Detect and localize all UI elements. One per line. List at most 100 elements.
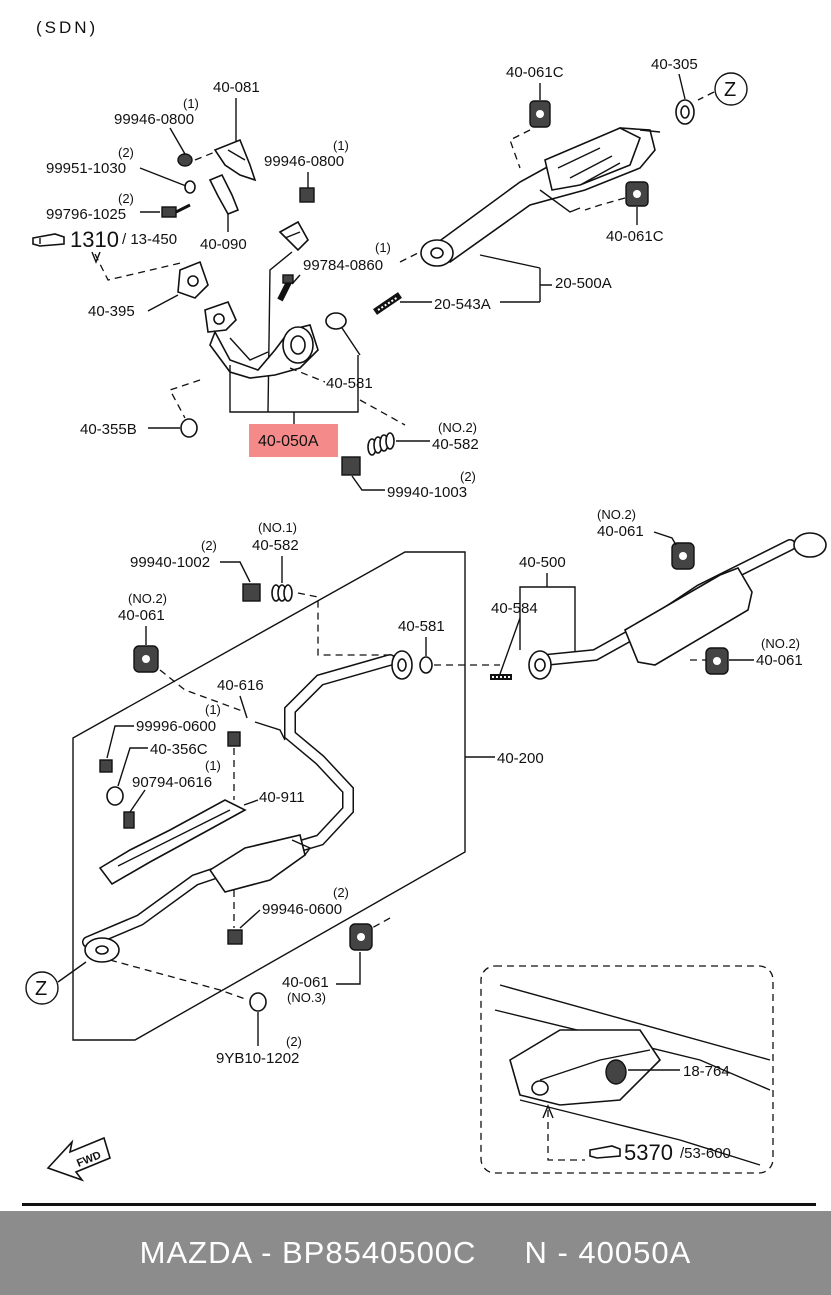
diagram-canvas: (SDN) Z 40-305 20-500A 40-061C 40-061C	[25, 18, 827, 1182]
spring-part-top	[367, 432, 395, 456]
front-exhaust-pipe-part	[204, 301, 319, 379]
leader	[239, 695, 248, 719]
leader	[678, 73, 686, 100]
center-pipe-part	[82, 650, 413, 963]
nut-part-e	[227, 929, 243, 945]
label-99951-1030: 99951-1030	[46, 160, 126, 177]
arrow	[542, 1104, 554, 1119]
rear-muffler-part	[528, 532, 827, 680]
bracket-part-90	[208, 173, 240, 216]
label-99940-1003: 99940-1003	[387, 484, 467, 501]
ref-5370: 5370	[624, 1140, 673, 1165]
label-99946-0800b: 99946-0800	[264, 153, 344, 170]
label-20-543a: 20-543A	[434, 296, 491, 313]
leader	[584, 197, 626, 211]
ref-5370-sub: /53-600	[680, 1145, 731, 1162]
leader	[547, 1110, 585, 1161]
leader	[243, 799, 259, 806]
hanger-rubber-top-right	[671, 542, 695, 570]
label-40-061c-top: 40-061C	[506, 64, 564, 81]
forward-arrow-icon: FWD	[46, 1136, 111, 1182]
qty-40-061-no3: (NO.3)	[287, 990, 326, 1005]
variant-label: (SDN)	[36, 18, 98, 37]
label-40-582-top: 40-582	[432, 436, 479, 453]
clamp-part	[278, 220, 309, 252]
leader	[220, 561, 251, 583]
gasket-part	[177, 260, 209, 299]
label-40-050a: 40-050A	[258, 433, 319, 450]
oxygen-sensor-part	[227, 721, 286, 747]
qty-40-061-tr: (NO.2)	[597, 507, 636, 522]
ref-1310-sub: / 13-450	[122, 231, 177, 248]
qty-99784-0860: (1)	[375, 240, 391, 255]
bolt-part	[161, 203, 191, 218]
label-40-200: 40-200	[497, 750, 544, 767]
leader	[336, 952, 361, 985]
bolt-9yb10-part	[249, 992, 267, 1012]
nut-355b-part	[180, 418, 198, 438]
label-40-582-mid: 40-582	[252, 537, 299, 554]
leader	[479, 254, 541, 269]
label-40-581-mid: 40-581	[398, 618, 445, 635]
label-40-356c: 40-356C	[150, 741, 208, 758]
leader	[194, 151, 216, 161]
qty-99951-1030: (2)	[118, 145, 134, 160]
hanger-rubber-top	[529, 100, 551, 128]
bolt-part-b	[123, 811, 135, 829]
qty-90794-0616: (1)	[205, 758, 221, 773]
assembly-frame	[72, 551, 466, 1041]
label-40-500: 40-500	[519, 554, 566, 571]
qty-40-582-mid: (NO.1)	[258, 520, 297, 535]
label-99996-0600: 99996-0600	[136, 718, 216, 735]
leader	[653, 531, 677, 546]
qty-99940-1002: (2)	[201, 538, 217, 553]
leader	[239, 909, 261, 929]
seal-ring-part	[325, 312, 347, 330]
label-40-581-top: 40-581	[326, 375, 373, 392]
leader	[169, 127, 186, 155]
leader	[94, 253, 186, 281]
hanger-rubber-left	[133, 645, 159, 673]
z-label-top: Z	[724, 79, 736, 101]
nut-part-c	[341, 456, 361, 476]
qty-40-582-top: (NO.2)	[438, 420, 477, 435]
qty-99946-0600: (2)	[333, 885, 349, 900]
label-9yb10-1202: 9YB10-1202	[216, 1050, 299, 1067]
qty-99996-0600: (1)	[205, 702, 221, 717]
leader	[169, 379, 201, 419]
hanger-rubber-right	[625, 181, 649, 207]
label-40-616: 40-616	[217, 677, 264, 694]
nut-part-b	[299, 187, 315, 203]
spring-part-mid	[271, 584, 293, 602]
hanger-rubber-right-low	[705, 647, 729, 675]
heat-insulator-part	[98, 799, 247, 886]
washer-part	[184, 180, 196, 194]
leader	[359, 399, 406, 426]
leader	[289, 367, 326, 383]
label-40-305: 40-305	[651, 56, 698, 73]
leader	[139, 167, 187, 187]
z-circle-top	[714, 72, 748, 106]
leader	[539, 268, 552, 302]
oxygen-sensor-bolt	[277, 274, 294, 302]
arrow	[91, 251, 101, 264]
leader	[297, 592, 390, 656]
leader	[697, 91, 715, 101]
leader	[399, 251, 421, 263]
label-40-061-left: 40-061	[118, 607, 165, 624]
label-40-061-r: 40-061	[756, 652, 803, 669]
label-99946-0600: 99946-0600	[262, 901, 342, 918]
label-40-911: 40-911	[259, 789, 305, 806]
body-mount-part	[494, 984, 771, 1166]
label-90794-0616: 90794-0616	[132, 774, 212, 791]
hanger-rubber-no3	[349, 923, 373, 951]
leader	[109, 959, 249, 1001]
label-40-395: 40-395	[88, 303, 135, 320]
nut-part-a	[177, 153, 193, 167]
leader	[117, 747, 148, 787]
hand-pointer-icon	[32, 233, 65, 247]
label-40-090: 40-090	[200, 236, 247, 253]
bolt-356c-part	[106, 786, 124, 806]
leader	[129, 789, 146, 813]
catalytic-converter-pipe	[420, 127, 661, 267]
